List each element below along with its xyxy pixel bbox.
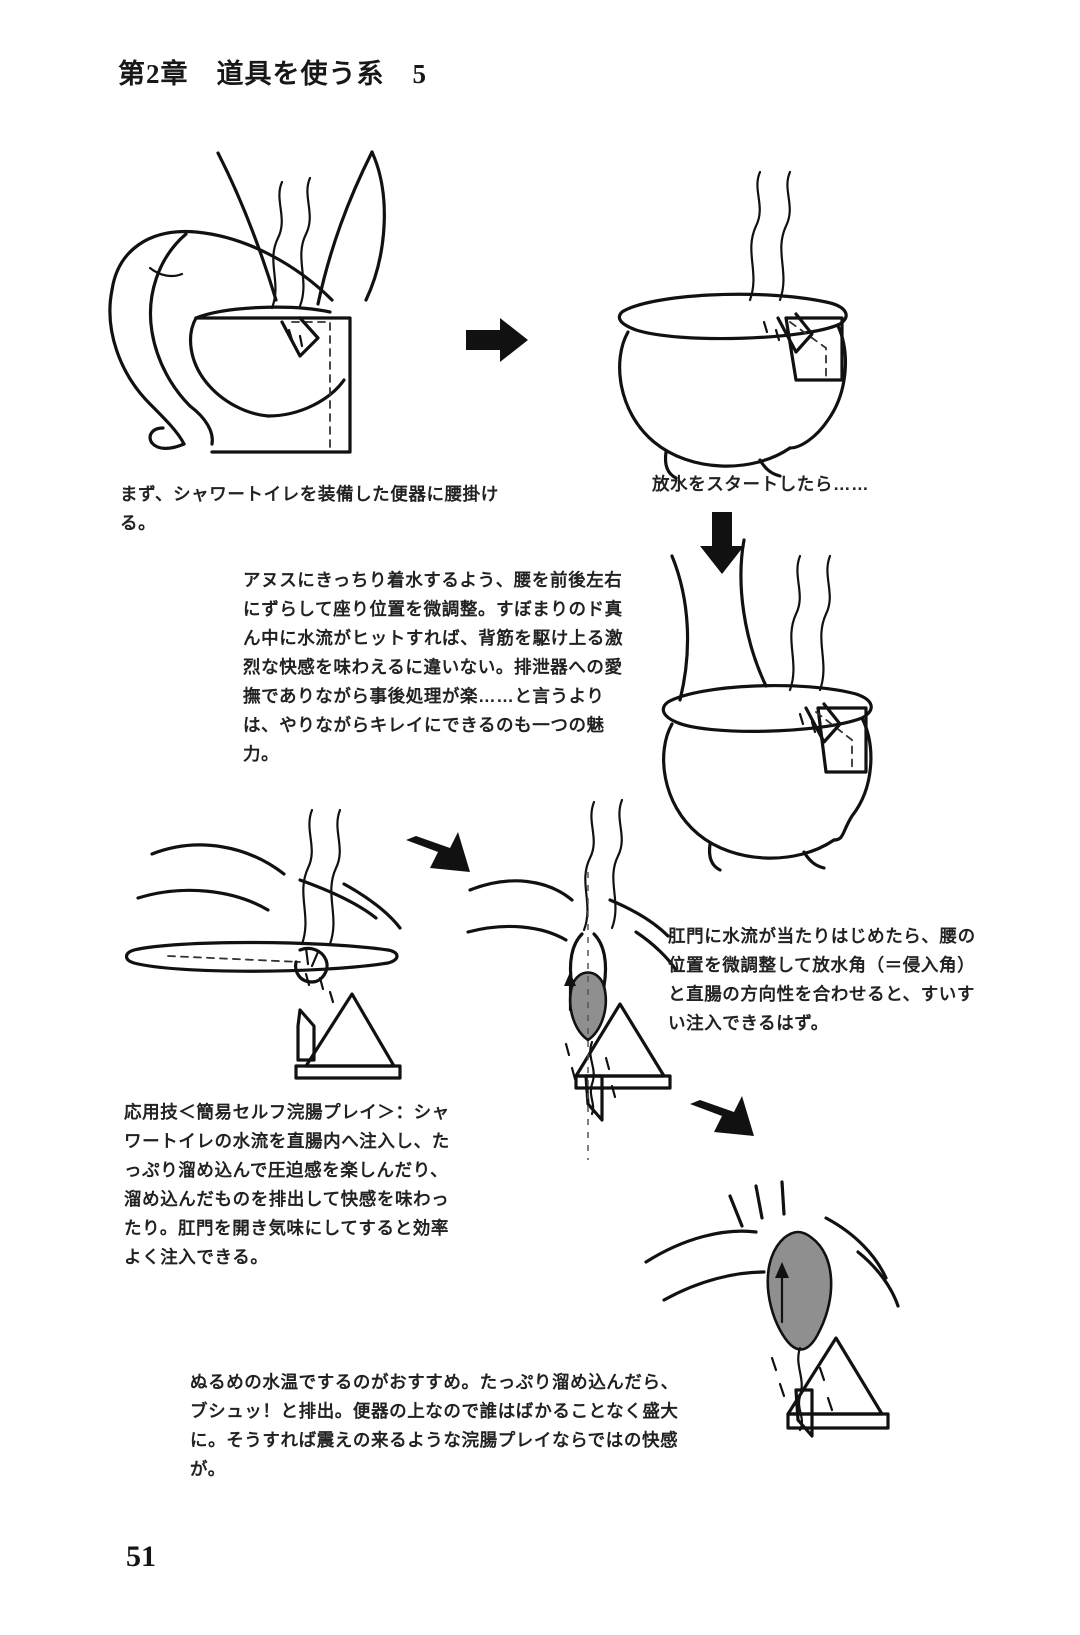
- figure-water-entering-rectum: [466, 798, 678, 1160]
- figure-toilet-closeup-spray: [661, 538, 873, 872]
- body-paragraph-4: ぬるめの水温でするのがおすすめ。たっぷり溜め込んだら、ブシュッ！と排出。便器の上…: [190, 1372, 679, 1479]
- flow-arrow-diagonal-bottom: [690, 1096, 754, 1136]
- flow-arrow-down-right: [700, 512, 744, 574]
- body-paragraph-3: 応用技＜簡易セルフ浣腸プレイ＞：シャワートイレの水流を直腸内へ注入し、たっぷり溜…: [124, 1102, 450, 1267]
- page-number: 51: [126, 1540, 156, 1573]
- figure-anus-closeup-nozzle: [124, 808, 402, 1080]
- figure-toilet-water-start: [617, 170, 848, 480]
- body-paragraph-1: アヌスにきっちり着水するよう、腰を前後左右にずらして座り位置を微調整。すぼまりの…: [243, 570, 624, 764]
- caption-step-2: 放水をスタートしたら……: [652, 474, 870, 494]
- caption-step-1: まず、シャワートイレを装備した便器に腰掛ける。: [120, 484, 499, 533]
- flow-arrow-diagonal-middle: [406, 832, 470, 872]
- chapter-header: 第2章 道具を使う系 5: [118, 59, 427, 89]
- body-paragraph-2: 肛門に水流が当たりはじめたら、腰の位置を微調整して放水角（＝侵入角）と直腸の方向…: [668, 926, 976, 1033]
- flow-arrow-right-top: [466, 318, 528, 362]
- figure-person-seated-on-toilet: [108, 150, 386, 454]
- figure-water-expelled: [644, 1180, 900, 1438]
